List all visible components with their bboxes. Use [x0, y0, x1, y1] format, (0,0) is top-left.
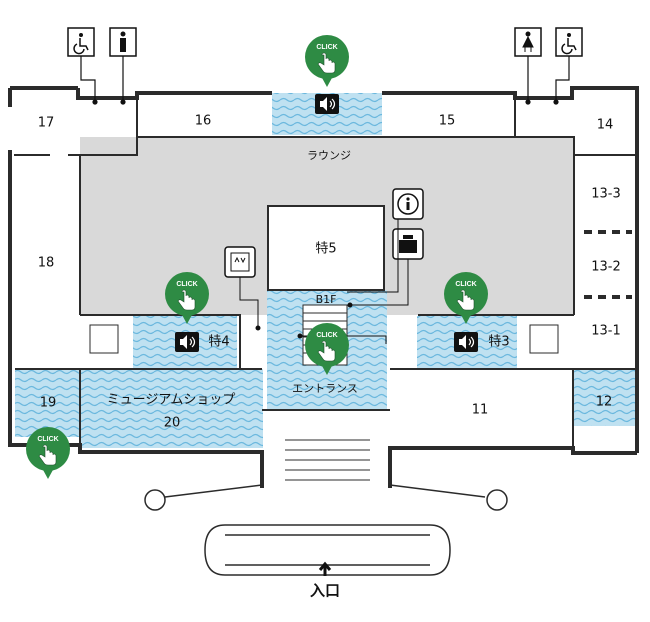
room-12-label: 12: [596, 395, 613, 410]
click-hotspot-toku3[interactable]: CLICK: [444, 272, 488, 324]
toku3-label: 特3: [488, 335, 509, 350]
info-icon: [392, 188, 424, 220]
room-17-label: 17: [38, 116, 55, 131]
museum-shop-label: ミュージアムショップ: [107, 393, 236, 408]
toku5-room[interactable]: [267, 205, 385, 291]
click-hotspot-toku4[interactable]: CLICK: [165, 272, 209, 324]
partition-dashes: [584, 230, 632, 299]
speaker-icon: [453, 331, 479, 353]
elevator-icon: [224, 246, 256, 278]
room-14-label: 14: [597, 118, 614, 133]
entrance-label: 入口: [310, 582, 340, 600]
svg-text:CLICK: CLICK: [316, 44, 337, 51]
b1f-label: B1F: [316, 293, 337, 306]
toku4-label: 特4: [208, 335, 229, 350]
svg-text:CLICK: CLICK: [316, 332, 337, 339]
entrance-hall-label: エントランス: [292, 382, 358, 395]
icon-connectors: [239, 219, 409, 344]
arrow-icon: [318, 561, 332, 576]
speaker-icon: [314, 93, 340, 115]
room-18-label: 18: [38, 256, 55, 271]
locker-icon: [392, 228, 424, 260]
room-15-label: 15: [439, 114, 456, 129]
wheelchair-icon: [67, 27, 95, 57]
man-icon: [109, 27, 137, 57]
room-20-zone[interactable]: [81, 369, 263, 448]
click-hotspot-entrance[interactable]: CLICK: [305, 323, 349, 375]
room-16-label: 16: [195, 114, 212, 129]
room-20-label: 20: [164, 416, 181, 431]
room-13-2-label: 13-2: [591, 260, 621, 275]
room-11-label: 11: [472, 403, 489, 418]
room-13-3-label: 13-3: [591, 187, 621, 202]
svg-text:CLICK: CLICK: [455, 281, 476, 288]
room-13-1-label: 13-1: [591, 324, 621, 339]
wheelchair-icon: [555, 27, 583, 57]
svg-text:CLICK: CLICK: [176, 281, 197, 288]
walls: [8, 86, 639, 488]
click-hotspot-lounge[interactable]: CLICK: [305, 35, 349, 87]
inner-walls: [14, 93, 637, 448]
room-19-label: 19: [40, 396, 57, 411]
room-19-zone[interactable]: [15, 369, 81, 437]
room-11[interactable]: [390, 370, 573, 448]
speaker-icon: [174, 331, 200, 353]
lounge-label: ラウンジ: [307, 149, 351, 162]
svg-text:CLICK: CLICK: [37, 436, 58, 443]
room-12-zone[interactable]: [573, 369, 636, 426]
woman-icon: [514, 27, 542, 57]
restroom-connectors: [80, 56, 570, 105]
toku5-label: 特5: [315, 242, 336, 257]
click-hotspot-19[interactable]: CLICK: [26, 427, 70, 479]
entrance-plaza: [144, 460, 508, 576]
